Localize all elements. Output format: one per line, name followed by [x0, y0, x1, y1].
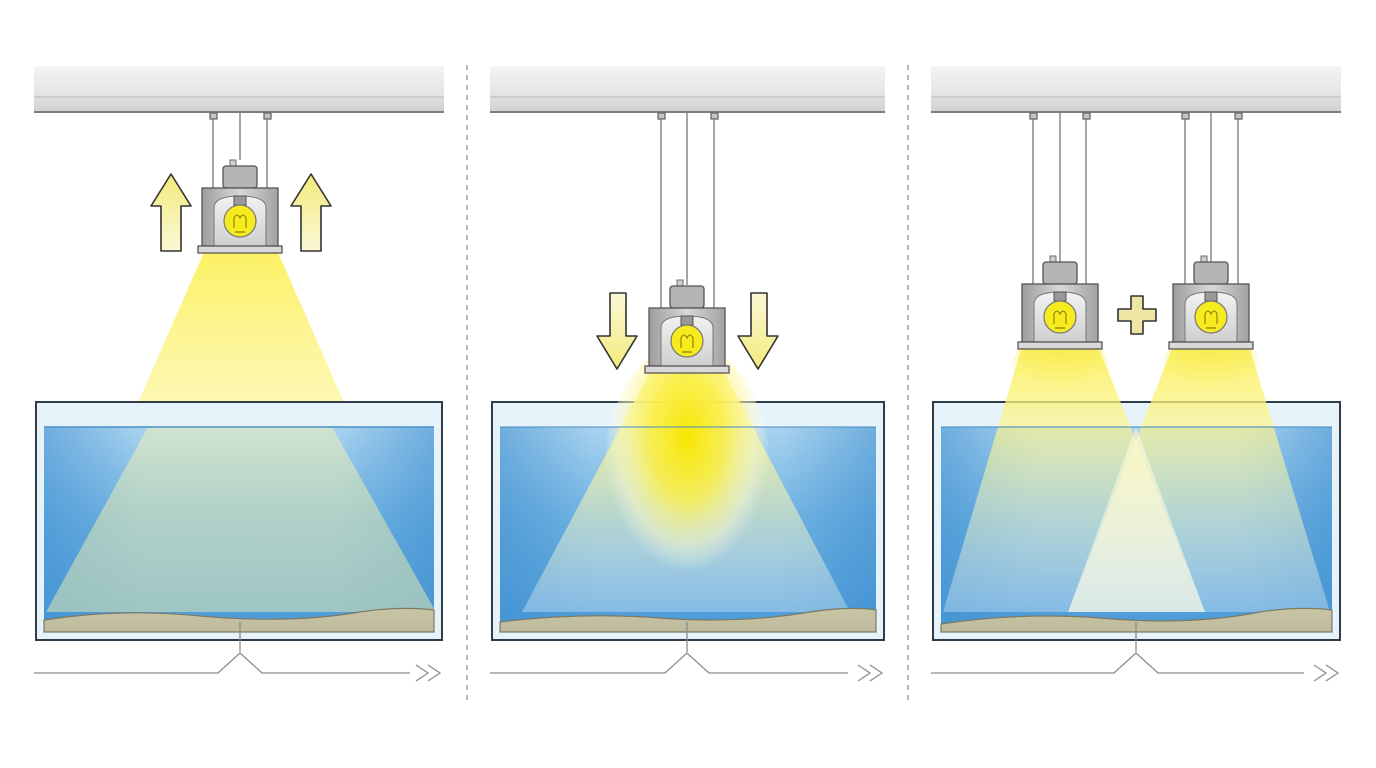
plus-icon	[1117, 295, 1157, 335]
pendant-lamp-icon	[644, 279, 730, 374]
suspension-wires	[209, 112, 272, 190]
suspension-wires	[1029, 112, 1243, 285]
dimension-line	[34, 622, 442, 682]
panel-dual	[931, 66, 1341, 682]
ceiling-rail	[490, 66, 885, 113]
aquarium-tank	[35, 401, 443, 641]
dimension-line	[931, 622, 1340, 682]
ceiling-rail	[931, 66, 1341, 113]
pendant-lamp-icon	[1168, 255, 1254, 350]
substrate	[940, 426, 1333, 633]
suspension-wires	[657, 112, 719, 310]
arrow-up-icon	[150, 173, 192, 252]
substrate	[499, 426, 877, 633]
ceiling-rail	[34, 66, 444, 113]
light-hotspot	[1010, 332, 1110, 412]
light-hotspot	[1161, 332, 1261, 412]
beam-overlap	[1068, 427, 1205, 612]
light-hotspot	[603, 343, 771, 613]
double-chevron-right-icon	[1313, 664, 1340, 682]
pendant-lamp-icon	[197, 159, 283, 254]
arrow-down-icon	[737, 292, 779, 370]
panel-raised	[34, 66, 444, 682]
panel-lowered	[490, 66, 885, 682]
dimension-line	[490, 622, 884, 682]
pendant-lamp-icon	[1017, 255, 1103, 350]
double-chevron-right-icon	[415, 664, 442, 682]
arrow-up-icon	[290, 173, 332, 252]
double-chevron-right-icon	[857, 664, 884, 682]
arrow-down-icon	[596, 292, 638, 370]
